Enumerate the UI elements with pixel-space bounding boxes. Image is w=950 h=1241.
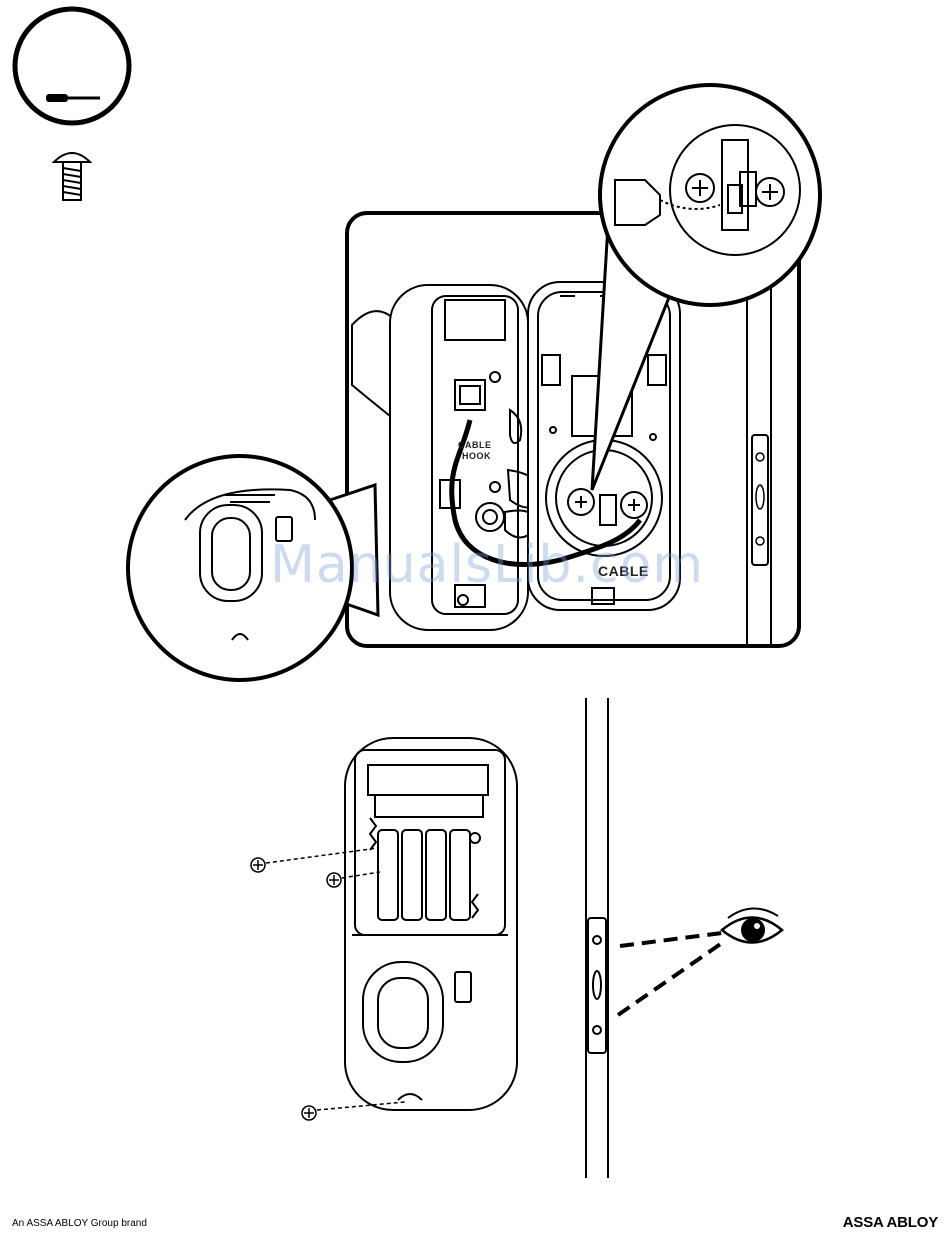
cable-label-lower: HOOK (462, 451, 491, 461)
door-edge (586, 698, 608, 1178)
sight-lines (618, 933, 722, 1015)
brand-logo: ASSA ABLOY (843, 1214, 938, 1231)
screwdriver-icon (15, 9, 129, 123)
cable-label-right: CABLE (598, 563, 649, 579)
exterior-housing (352, 285, 541, 630)
thumbturn-detail-callout (128, 456, 378, 680)
brand-note: An ASSA ABLOY Group brand (12, 1218, 147, 1229)
battery-assembly (345, 738, 517, 1110)
cable-label-upper: CABLE (458, 440, 492, 450)
eye-icon (722, 908, 782, 942)
screw-icon (54, 153, 90, 200)
